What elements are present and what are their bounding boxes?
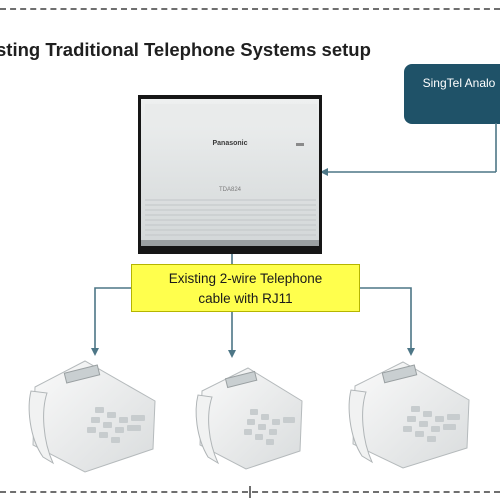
pbx-base <box>141 240 319 246</box>
phone-display <box>63 364 101 384</box>
left-phone-line <box>91 287 132 356</box>
pbx-unit: Panasonic TDA824 <box>138 95 322 254</box>
callout-line-2: cable with RJ11 <box>198 291 293 306</box>
bottom-frame-tick <box>249 486 251 498</box>
phone-display <box>224 370 258 389</box>
telephone-center <box>195 367 303 470</box>
right-phone-line <box>360 287 415 356</box>
pbx-brand: Panasonic <box>212 140 247 147</box>
badge-line-1: SingTel Analo <box>422 76 496 90</box>
top-dashed-frame <box>0 8 500 10</box>
pbx-model: TDA824 <box>219 187 242 193</box>
phone-display <box>381 364 418 384</box>
callout-line-1: Existing 2-wire Telephone <box>168 271 323 286</box>
handset <box>28 390 55 465</box>
pbx-indicator <box>296 143 304 146</box>
keypad <box>87 407 145 443</box>
cable-callout: Existing 2-wire Telephone cable with RJ1… <box>131 264 360 312</box>
handset <box>348 389 374 464</box>
telephone-left <box>28 360 156 473</box>
pbx-vent-slots <box>145 199 316 236</box>
connector-lines <box>91 123 497 358</box>
telephone-right <box>348 361 470 469</box>
diagram-title: sting Traditional Telephone Systems setu… <box>0 39 371 60</box>
keypad <box>244 409 295 445</box>
singtel-analog-line-badge: SingTel Analo Li <box>404 64 500 124</box>
keypad <box>403 406 460 442</box>
pbx-top-panel <box>145 104 317 126</box>
handset <box>195 394 220 465</box>
